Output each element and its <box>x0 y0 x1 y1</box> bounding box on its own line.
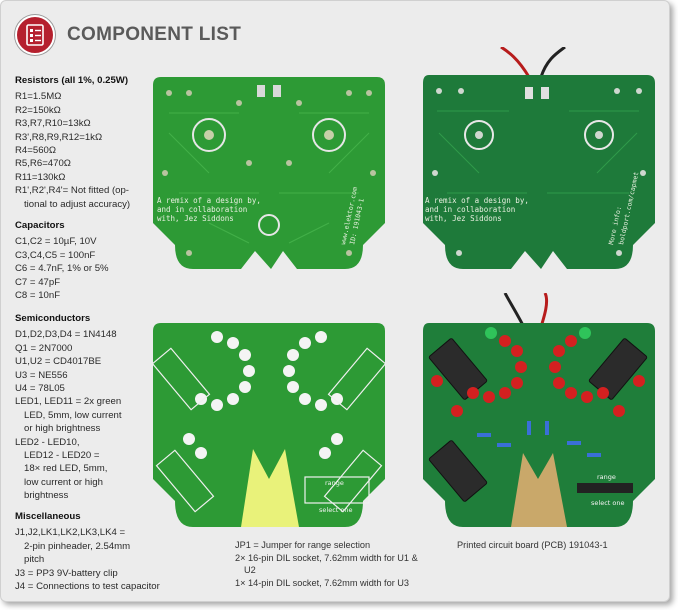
pcb-photo-bare-top: A remix of a design by, and in collabora… <box>149 73 389 273</box>
resistor-item: tional to adjust accuracy) <box>24 198 131 210</box>
capacitor-item: C6 = 4.7nF, 1% or 5% <box>15 263 109 275</box>
pcb-remix-text: with, Jez Siddons <box>425 214 502 223</box>
capacitor-item: C8 = 10nF <box>15 290 61 302</box>
misc-section: Miscellaneous J1,J2,LK1,LK2,LK3,LK4 = 2-… <box>15 510 160 593</box>
checklist-icon <box>15 15 55 55</box>
page-title: COMPONENT LIST <box>67 24 242 45</box>
resistor-item: R5,R6=470Ω <box>15 158 71 170</box>
semiconductor-item: U1,U2 = CD4017BE <box>15 356 102 368</box>
semiconductor-item: D1,D2,D3,D4 = 1N4148 <box>15 329 117 341</box>
resistor-item: R2=150kΩ <box>15 104 61 116</box>
misc-item: JP1 = Jumper for range selection <box>235 540 371 550</box>
pcb-select-label: select one <box>591 499 624 507</box>
misc-continued: JP1 = Jumper for range selection 2× 16-p… <box>235 539 418 589</box>
misc-item: 2× 16-pin DIL socket, 7.62mm width for U… <box>235 552 418 563</box>
misc-title: Miscellaneous <box>15 511 81 522</box>
pcb-photo-assembled: range select one <box>417 293 659 531</box>
resistors-section: Resistors (all 1%, 0.25W) R1=1.5MΩ R2=15… <box>15 74 130 211</box>
pcb-select-label: select one <box>319 506 352 514</box>
misc-item: J1,J2,LK1,LK2,LK3,LK4 = <box>15 527 126 539</box>
capacitors-title: Capacitors <box>15 220 65 231</box>
misc-item: J3 = PP3 9V-battery clip <box>15 567 118 579</box>
semiconductor-item: brightness <box>24 490 69 502</box>
misc-item: 2-pin pinheader, 2.54mm <box>24 540 131 552</box>
semiconductor-item: or high brightness <box>24 423 101 435</box>
semiconductor-item: U4 = 78L05 <box>15 383 65 395</box>
pcb-caption: Printed circuit board (PCB) 191043-1 <box>457 540 608 550</box>
semiconductors-section: Semiconductors D1,D2,D3,D4 = 1N4148 Q1 =… <box>15 312 122 503</box>
resistor-item: R3',R8,R9,R12=1kΩ <box>15 131 103 143</box>
semiconductor-item: Q1 = 2N7000 <box>15 342 73 354</box>
capacitor-item: C1,C2 = 10µF, 10V <box>15 236 97 248</box>
pcb-remix-text: A remix of a design by, <box>157 196 261 205</box>
semiconductor-item: LED2 - LED10, <box>15 436 80 448</box>
semiconductor-item: LED, 5mm, low current <box>24 409 122 421</box>
resistors-title: Resistors (all 1%, 0.25W) <box>15 75 129 86</box>
capacitors-section: Capacitors C1,C2 = 10µF, 10V C3,C4,C5 = … <box>15 219 109 302</box>
resistor-item: R1=1.5MΩ <box>15 91 62 103</box>
misc-item: U2 <box>244 565 256 576</box>
semiconductor-item: U3 = NE556 <box>15 369 68 381</box>
resistor-item: R4=560Ω <box>15 145 57 157</box>
pcb-remix-text: and in collaboration <box>157 205 247 214</box>
resistor-item: R3,R7,R10=13kΩ <box>15 118 91 130</box>
pcb-remix-text: with, Jez Siddons <box>157 214 234 223</box>
semiconductor-item: low current or high <box>24 476 103 488</box>
misc-item: pitch <box>24 554 45 566</box>
component-list-panel: COMPONENT LIST Resistors (all 1%, 0.25W)… <box>0 0 670 602</box>
misc-item: 1× 14-pin DIL socket, 7.62mm width for U… <box>235 577 410 588</box>
pcb-range-label: range <box>597 473 616 481</box>
pcb-range-label: range <box>325 479 344 487</box>
semiconductor-item: LED12 - LED20 = <box>24 450 100 462</box>
misc-item: J4 = Connections to test capacitor <box>15 581 160 593</box>
semiconductors-title: Semiconductors <box>15 313 91 324</box>
semiconductor-item: 18× red LED, 5mm, <box>24 463 108 475</box>
pcb-photo-silkscreen: range select one <box>149 319 389 531</box>
resistor-item: R1',R2',R4'= Not fitted (op- <box>15 185 130 197</box>
pcb-remix-text: A remix of a design by, <box>425 196 529 205</box>
pcb-remix-text: and in collaboration <box>425 205 515 214</box>
header: COMPONENT LIST <box>15 15 241 55</box>
capacitor-item: C3,C4,C5 = 100nF <box>15 249 96 261</box>
semiconductor-item: LED1, LED11 = 2x green <box>15 396 122 408</box>
capacitor-item: C7 = 47pF <box>15 276 61 288</box>
pcb-photo-bare-bottom: A remix of a design by, and in collabora… <box>417 47 659 273</box>
resistor-item: R11=130kΩ <box>15 171 66 183</box>
